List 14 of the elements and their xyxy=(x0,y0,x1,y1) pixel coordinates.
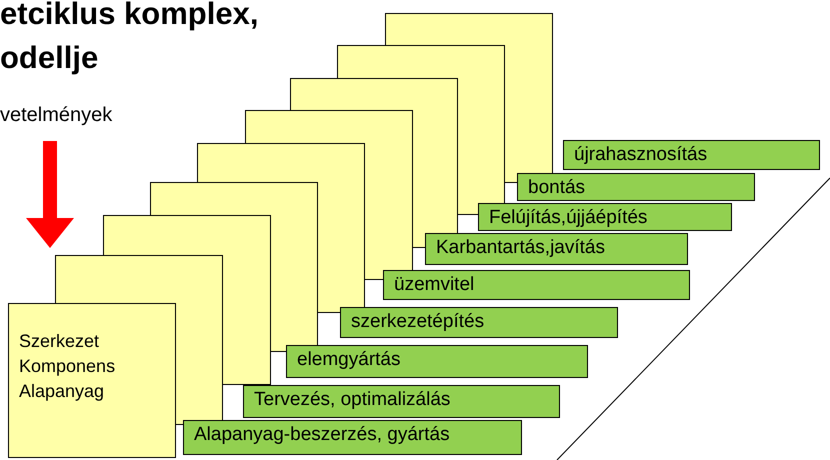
page-text: Szerkezet Komponens Alapanyag xyxy=(19,330,116,403)
phase-bar: bontás xyxy=(517,173,755,201)
title: etciklus komplex, odellje xyxy=(0,0,260,77)
phase-bar: Tervezés, optimalizálás xyxy=(243,385,560,418)
phase-bar: Alapanyag-beszerzés, gyártás xyxy=(183,420,522,455)
phase-bar: Karbantartás,javítás xyxy=(425,233,688,265)
phase-bar: szerkezetépítés xyxy=(340,307,618,338)
phase-bar: elemgyártás xyxy=(286,345,588,378)
phase-bar: Felújítás,újjáépítés xyxy=(478,203,732,231)
phase-bar: újrahasznosítás xyxy=(563,140,820,170)
phase-bar: üzemvitel xyxy=(383,270,690,300)
arrow xyxy=(26,141,74,248)
page-sheet xyxy=(8,303,176,458)
requirements-text: vetelmények xyxy=(0,104,112,127)
